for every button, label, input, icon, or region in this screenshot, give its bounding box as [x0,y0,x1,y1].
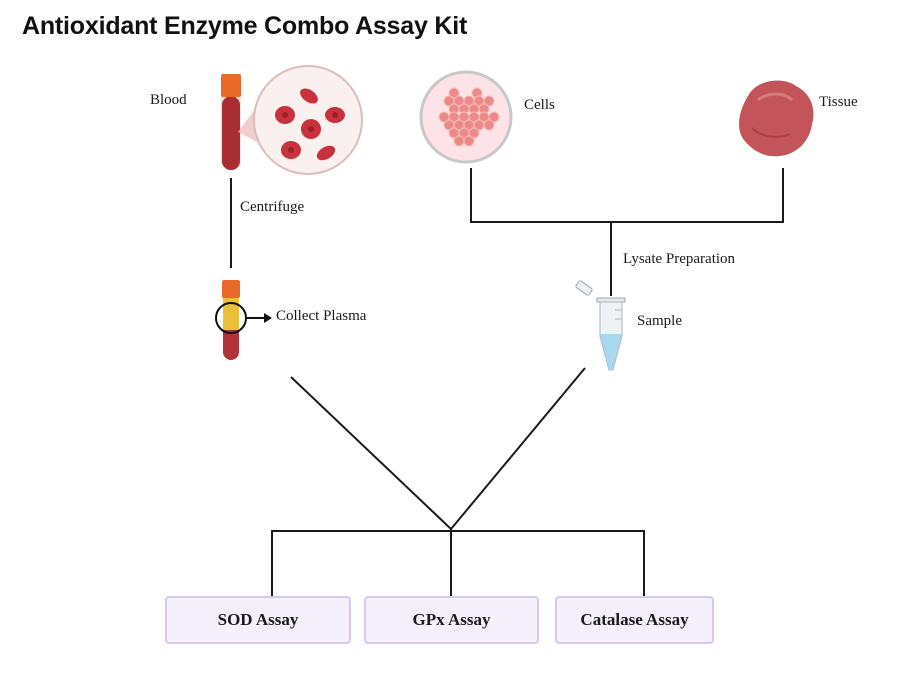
blood-label: Blood [150,92,187,108]
plasma-tube-icon [215,280,272,360]
cell-dot [463,135,475,147]
page-title: Antioxidant Enzyme Combo Assay Kit [22,12,468,40]
petri-dish-cells-icon [419,70,513,164]
cells-label: Cells [524,97,555,113]
blood-tube-icon [221,74,241,171]
plasma-merge-line [290,376,452,530]
catalase-assay-box: Catalase Assay [555,596,714,644]
blood-cells-magnified-icon [253,65,363,175]
collect-plasma-label: Collect Plasma [276,308,367,324]
sample-merge-line [450,367,586,530]
cell-dot [483,119,495,131]
tissue-label: Tissue [819,94,858,110]
cell-dot [483,95,495,107]
cell-dot [488,111,500,123]
cell-dot [468,127,480,139]
sample-label: Sample [637,313,682,329]
gpx-assay-box: GPx Assay [364,596,539,644]
connector-lines [230,168,784,597]
tissue-icon [739,80,814,157]
cell-dot [453,135,465,147]
sod-assay-box: SOD Assay [165,596,351,644]
lysate-preparation-label: Lysate Preparation [623,251,736,267]
microcentrifuge-tube-icon [575,280,626,371]
arrow-right-icon [264,313,272,323]
centrifuge-label: Centrifuge [240,199,305,215]
cell-dot [448,87,460,99]
